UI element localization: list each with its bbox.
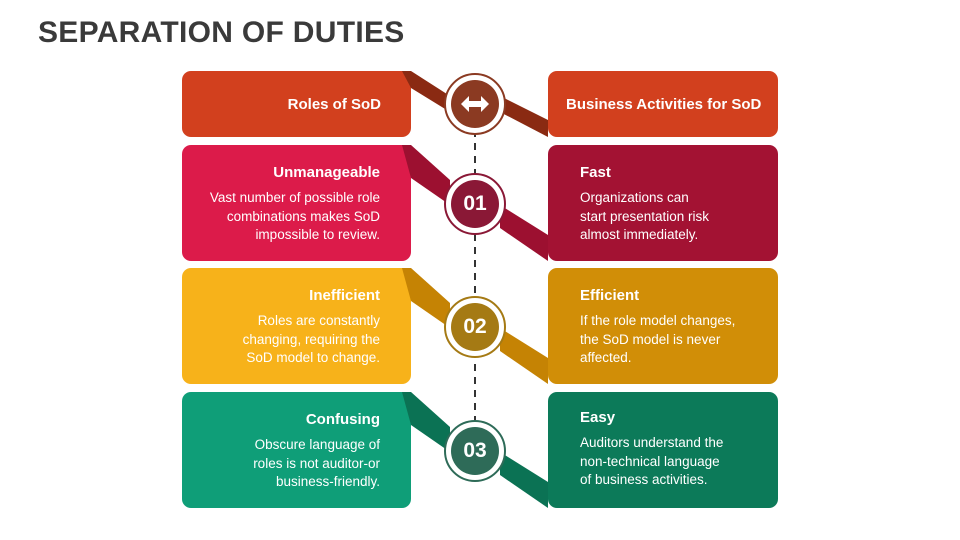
row-3-left-text: Obscure language of roles is not auditor… [182,436,380,492]
row-3-circle-inner [451,427,499,475]
row-3-right-title: Easy [580,409,616,426]
header-right-box: Business Activities for SoD [548,71,778,137]
row-1-right-text: Organizations can start presentation ris… [580,189,770,245]
row-1-right-tab [500,205,548,261]
row-1-right-content: Fast Organizations can start presentatio… [580,163,770,245]
row-1-left-line-2: combinations makes SoD [226,208,380,224]
row-2-right-panel [548,268,778,384]
header-left-box: Roles of SoD [182,71,411,137]
double-arrow-icon [461,96,489,112]
row-3-left-tab [402,392,450,452]
row-3-right-line-1: Auditors understand the [580,435,724,450]
row-1-number: 01 [463,192,487,215]
row-3-right-line-2: non-technical language [580,453,720,469]
row-1-right-title: Fast [580,164,611,181]
row-1-left-line-1: Vast number of possible role [209,190,380,205]
header-right-tab [500,96,548,137]
row-1-left-text: Vast number of possible role combination… [182,189,380,245]
row-3-left-line-2: roles is not auditor-or [253,455,380,471]
row-3-left-content: Confusing Obscure language of roles is n… [182,410,380,492]
page-title: SEPARATION OF DUTIES [38,16,405,49]
row-2-right-text: If the role model changes, the SoD model… [580,312,770,368]
row-1-right-line-3: almost immediately. [580,227,699,242]
header-right-panel [548,71,778,137]
row-3-left-panel [182,392,411,508]
row-1-circle-inner [451,180,499,228]
row-3-number: 03 [463,439,487,462]
row-3-left-line-1: Obscure language of [254,437,380,452]
row-2-circle-inner [451,303,499,351]
row-2-right-line-2: the SoD model is never [580,331,721,347]
row-2-left-line-2: changing, requiring the [242,331,380,347]
row-1-left-line-3: impossible to review. [255,227,380,242]
row-2-left-line-1: Roles are constantly [257,313,380,328]
row-2-left-text: Roles are constantly changing, requiring… [182,312,380,368]
row-2-left-title: Inefficient [309,287,380,304]
row-2-right-tab [500,328,548,384]
row-1-left-content: Unmanageable Vast number of possible rol… [182,163,380,245]
row-1-left-panel [182,145,411,261]
row-1-left-title: Unmanageable [273,164,380,181]
row-2-left-line-3: SoD model to change. [246,350,380,365]
row-2-right-line-1: If the role model changes, [580,313,736,328]
row-1-right-line-1: Organizations can [580,190,689,205]
row-1-right-line-2: start presentation risk [580,208,710,224]
header-left-title: Roles of SoD [287,95,381,113]
row-3-left-line-3: business-friendly. [275,474,380,489]
row-1-left-tab [402,145,450,205]
row-2-right-content: Efficient If the role model changes, the… [580,286,770,368]
header-right-title: Business Activities for SoD [566,95,762,113]
row-2-left-panel [182,268,411,384]
row-3-right-panel [548,392,778,508]
row-3-right-text: Auditors understand the non-technical la… [580,434,770,490]
row-3-right-content: Easy Auditors understand the non-technic… [580,408,770,490]
row-2-left-tab [402,268,450,328]
row-1-right-panel [548,145,778,261]
row-3-left-title: Confusing [305,411,380,428]
row-2-left-content: Inefficient Roles are constantly changin… [182,286,380,368]
row-2-number: 02 [463,315,487,338]
header-left-panel [182,71,411,137]
row-3-right-line-3: of business activities. [580,472,708,487]
header-left-tab [402,71,450,112]
row-3-right-tab [500,452,548,508]
row-2-right-line-3: affected. [580,350,632,365]
row-2-right-title: Efficient [580,287,640,304]
